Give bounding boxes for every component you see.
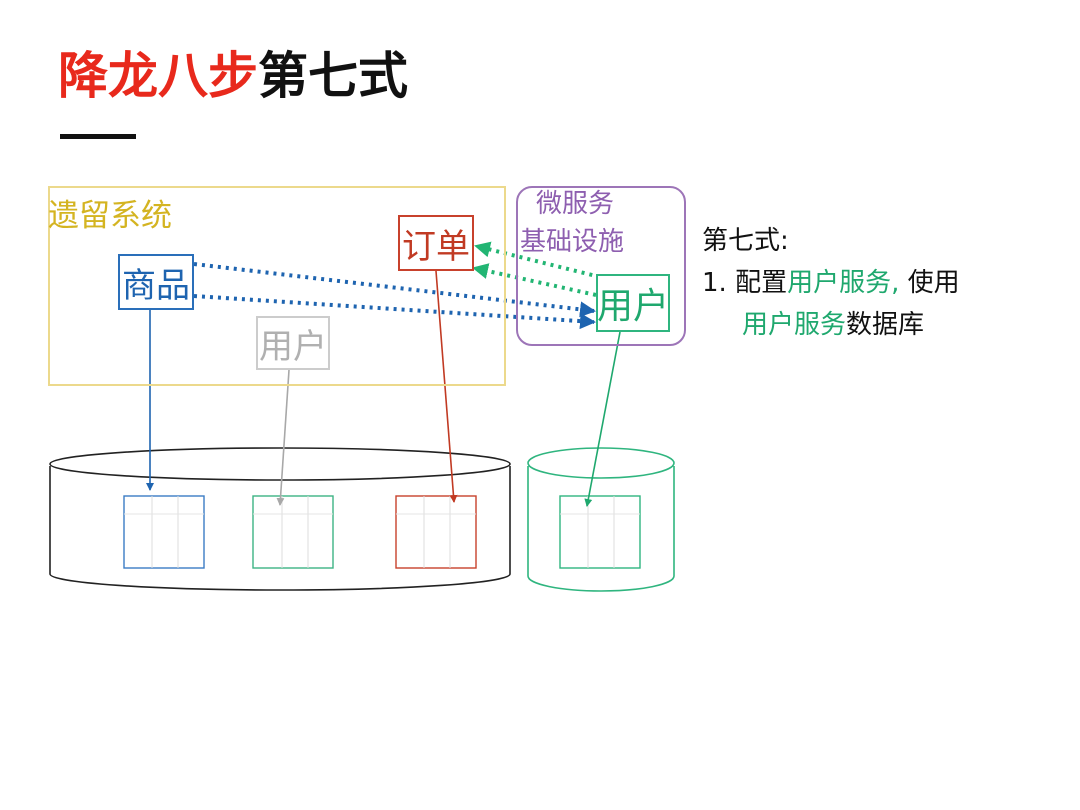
infra-label-line1: 微服务 — [536, 189, 615, 219]
step-item-mid: 使用 — [899, 268, 960, 298]
dotted-arrow-goods-to-user-1 — [193, 262, 596, 318]
table-user-legacy — [252, 495, 334, 569]
goods-service-node: 商品 — [118, 254, 194, 310]
legacy-user-service-node: 用户 — [256, 316, 330, 370]
order-service-node: 订单 — [398, 215, 474, 271]
step-item-green-user-service-2: 用户服务 — [742, 310, 847, 340]
step-item-end: 数据库 — [846, 310, 925, 340]
step-item-prefix: 1. 配置 — [702, 268, 788, 298]
arrow-user-service-to-table — [584, 331, 621, 507]
arrow-order-to-table — [435, 270, 458, 503]
page-title: 降龙八步第七式 — [58, 44, 408, 108]
table-user-service — [559, 495, 641, 569]
table-goods — [123, 495, 205, 569]
title-black-part: 第七式 — [258, 47, 408, 105]
dotted-arrow-user-to-order-1 — [474, 241, 601, 279]
dotted-arrow-user-to-order-2 — [472, 263, 597, 297]
step-heading: 第七式: — [702, 226, 789, 256]
arrow-legacy-user-to-table — [276, 369, 290, 506]
dotted-arrow-goods-to-user-2 — [193, 294, 596, 330]
title-red-part: 降龙八步 — [58, 47, 258, 105]
table-order — [395, 495, 477, 569]
infra-label-line2: 基础设施 — [520, 227, 625, 257]
step-item-green-user-service: 用户服务, — [787, 268, 900, 298]
user-microservice-node: 用户 — [596, 274, 670, 332]
title-underline — [60, 134, 136, 139]
legacy-system-boundary — [48, 186, 506, 386]
legacy-system-label: 遗留系统 — [48, 198, 172, 234]
step-item-line1: 1. 配置用户服务, 使用 — [702, 266, 960, 300]
step-item-line2: 用户服务数据库 — [742, 308, 924, 342]
microservice-infra-boundary — [516, 186, 686, 346]
